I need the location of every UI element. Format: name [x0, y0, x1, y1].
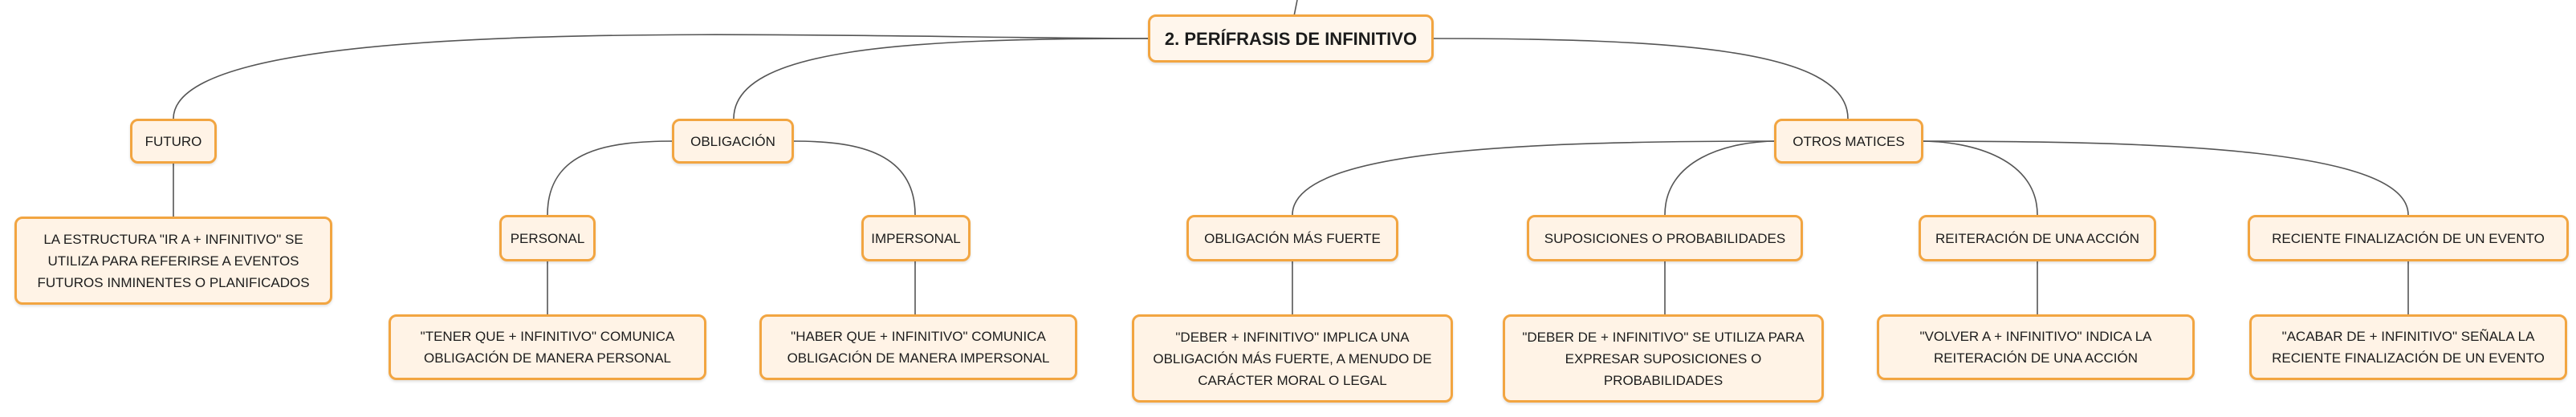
detail-obligacion-mas-fuerte[interactable]: "DEBER + INFINITIVO" IMPLICA UNA OBLIGAC… [1132, 314, 1453, 403]
connector-obligacion-to-impersonal [792, 140, 916, 216]
connector-otros-to-fuerte [1292, 140, 1778, 216]
connector-otros-to-suposiciones [1664, 140, 1778, 216]
connector-otros-to-reiteracion [1919, 140, 2038, 216]
subtopic-personal[interactable]: PERSONAL [499, 215, 596, 261]
detail-futuro[interactable]: LA ESTRUCTURA "IR A + INFINITIVO" SE UTI… [14, 217, 332, 305]
subtopic-suposiciones[interactable]: SUPOSICIONES O PROBABILIDADES [1527, 215, 1803, 261]
connector-otros-to-reciente [1919, 140, 2409, 216]
detail-suposiciones[interactable]: "DEBER DE + INFINITIVO" SE UTILIZA PARA … [1503, 314, 1824, 403]
detail-impersonal[interactable]: "HABER QUE + INFINITIVO" COMUNICA OBLIGA… [759, 314, 1077, 380]
subtopic-reciente-finalizacion[interactable]: RECIENTE FINALIZACIÓN DE UN EVENTO [2248, 215, 2569, 261]
branch-otros-matices[interactable]: OTROS MATICES [1774, 119, 1923, 164]
connector-obligacion-to-personal [547, 140, 675, 216]
connector-root-to-otros [1428, 38, 1849, 119]
branch-futuro[interactable]: FUTURO [130, 119, 217, 164]
root-topic[interactable]: 2. PERÍFRASIS DE INFINITIVO [1148, 14, 1434, 63]
detail-reiteracion[interactable]: "VOLVER A + INFINITIVO" INDICA LA REITER… [1877, 314, 2195, 380]
connector-root-to-futuro [173, 34, 1149, 119]
branch-obligacion[interactable]: OBLIGACIÓN [672, 119, 794, 164]
subtopic-impersonal[interactable]: IMPERSONAL [861, 215, 971, 261]
connector-root-to-obligacion [733, 38, 1149, 119]
detail-personal[interactable]: "TENER QUE + INFINITIVO" COMUNICA OBLIGA… [389, 314, 706, 380]
subtopic-obligacion-mas-fuerte[interactable]: OBLIGACIÓN MÁS FUERTE [1186, 215, 1398, 261]
detail-reciente-finalizacion[interactable]: "ACABAR DE + INFINITIVO" SEÑALA LA RECIE… [2249, 314, 2567, 380]
subtopic-reiteracion[interactable]: REITERACIÓN DE UNA ACCIÓN [1919, 215, 2156, 261]
connector-parent-to-root [1293, 0, 1298, 17]
